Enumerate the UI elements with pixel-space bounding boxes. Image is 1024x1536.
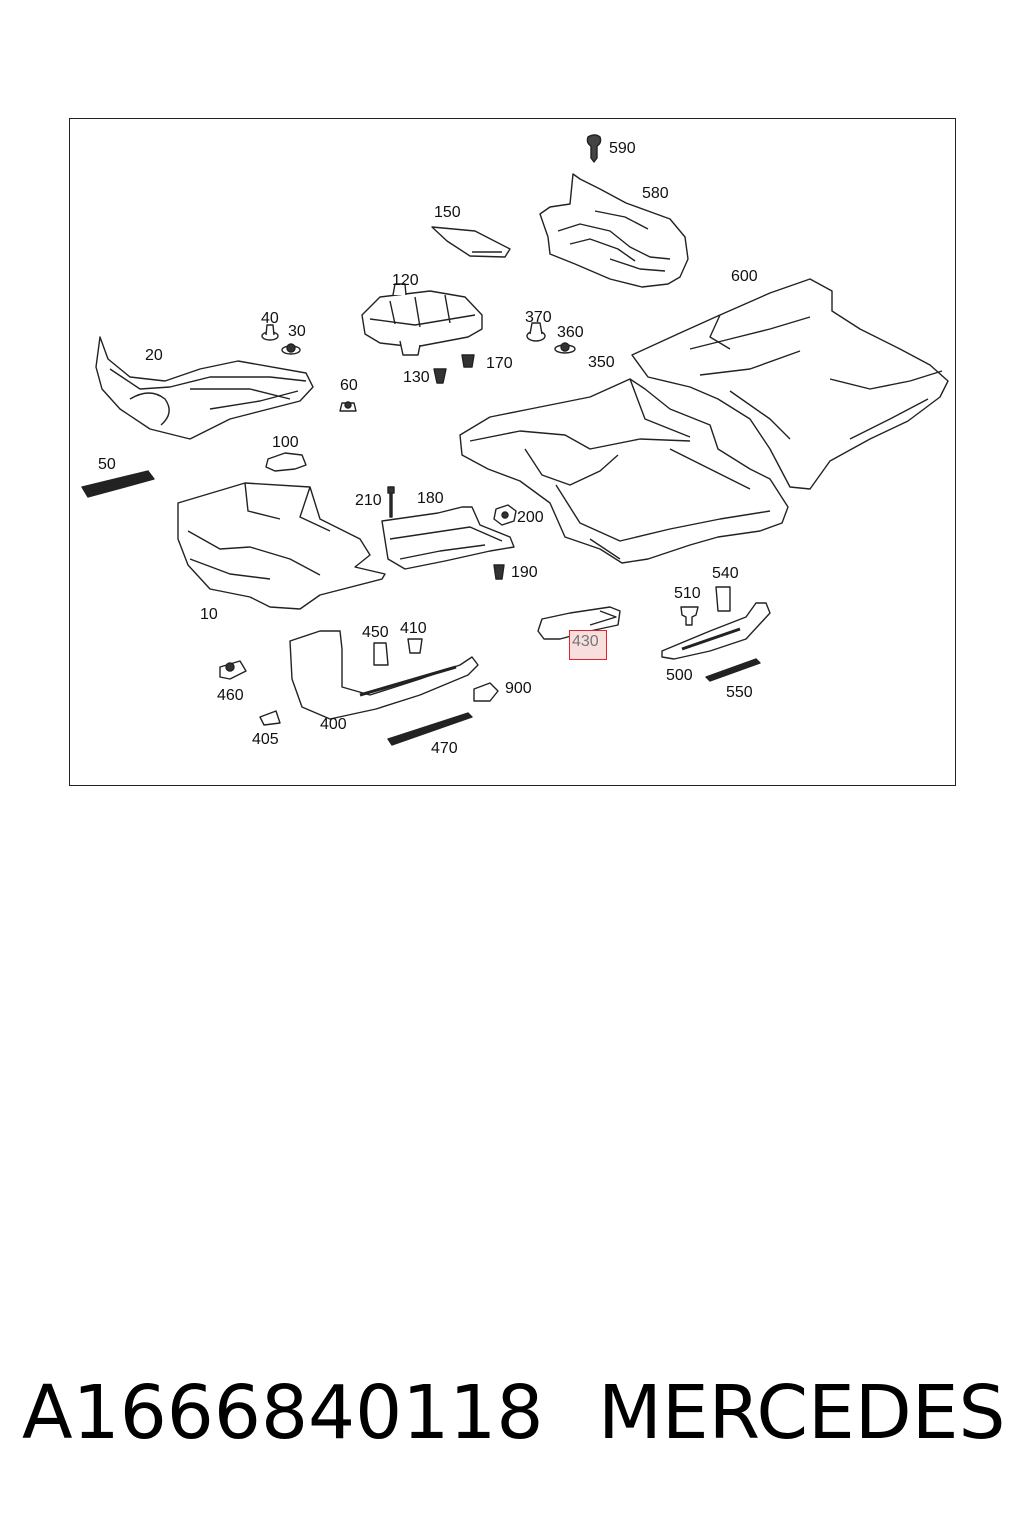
part-410-clip [408, 639, 422, 653]
part-405-bracket [260, 711, 280, 725]
brand-name: MERCEDES [598, 1370, 1006, 1456]
part-50-mat [82, 471, 154, 497]
part-120-console [362, 284, 482, 355]
callout-190[interactable]: 190 [511, 564, 538, 581]
callout-150[interactable]: 150 [434, 204, 461, 221]
part-190-clip [494, 565, 504, 579]
part-number: A1666840118 [22, 1370, 544, 1456]
part-180-tray [382, 507, 514, 569]
callout-600[interactable]: 600 [731, 268, 758, 285]
caption: A1666840118 MERCEDES [0, 1370, 1024, 1470]
callout-405[interactable]: 405 [252, 731, 279, 748]
callout-450[interactable]: 450 [362, 624, 389, 641]
part-540-clip [716, 587, 730, 611]
part-40-clip [262, 325, 278, 340]
part-580-trunk-cover [540, 174, 688, 287]
part-360-clip [555, 343, 575, 353]
callout-400[interactable]: 400 [320, 716, 347, 733]
part-900-clip [474, 683, 498, 701]
callout-30[interactable]: 30 [288, 323, 306, 340]
part-10-front-carpet [178, 483, 385, 609]
callout-460[interactable]: 460 [217, 687, 244, 704]
part-460-sensor [220, 661, 246, 679]
callout-120[interactable]: 120 [392, 272, 419, 289]
part-210-screw [388, 487, 394, 517]
parts-diagram [70, 119, 957, 787]
callout-170[interactable]: 170 [486, 355, 513, 372]
callout-50[interactable]: 50 [98, 456, 116, 473]
part-500-right-sill [662, 603, 770, 659]
part-370-clip [527, 323, 545, 341]
callout-10[interactable]: 10 [200, 606, 218, 623]
callout-40[interactable]: 40 [261, 310, 279, 327]
callout-100[interactable]: 100 [272, 434, 299, 451]
callout-500[interactable]: 500 [666, 667, 693, 684]
part-170-clip [462, 355, 474, 367]
callout-20[interactable]: 20 [145, 347, 163, 364]
part-200-nut [494, 505, 516, 525]
part-30-clip [282, 344, 300, 354]
callout-590[interactable]: 590 [609, 140, 636, 157]
part-150-pad [432, 227, 510, 257]
parts-diagram-frame: 590 580 150 600 120 40 30 370 360 20 350… [69, 118, 956, 786]
callout-540[interactable]: 540 [712, 565, 739, 582]
callout-580[interactable]: 580 [642, 185, 669, 202]
part-100-bracket [266, 453, 306, 471]
callout-200[interactable]: 200 [517, 509, 544, 526]
part-430-trim [538, 607, 620, 639]
part-600-rear-carpet [632, 279, 948, 489]
callout-430-highlighted[interactable]: 430 [569, 630, 607, 660]
part-590-screw [587, 135, 600, 162]
part-550-right-strip [706, 659, 760, 681]
callout-360[interactable]: 360 [557, 324, 584, 341]
part-470-left-strip [388, 713, 472, 745]
part-60-clip [340, 402, 356, 411]
callout-470[interactable]: 470 [431, 740, 458, 757]
part-400-left-sill [290, 631, 478, 719]
part-350-center-carpet [460, 379, 788, 563]
callout-370[interactable]: 370 [525, 309, 552, 326]
callout-410[interactable]: 410 [400, 620, 427, 637]
part-20-insulation [96, 337, 313, 439]
part-510-clip [681, 607, 698, 625]
part-450-clip [374, 643, 388, 665]
callout-900[interactable]: 900 [505, 680, 532, 697]
callout-510[interactable]: 510 [674, 585, 701, 602]
callout-210[interactable]: 210 [355, 492, 382, 509]
callout-550[interactable]: 550 [726, 684, 753, 701]
callout-350[interactable]: 350 [588, 354, 615, 371]
callout-60[interactable]: 60 [340, 377, 358, 394]
part-130-clip [434, 369, 446, 383]
callout-130[interactable]: 130 [403, 369, 430, 386]
callout-180[interactable]: 180 [417, 490, 444, 507]
